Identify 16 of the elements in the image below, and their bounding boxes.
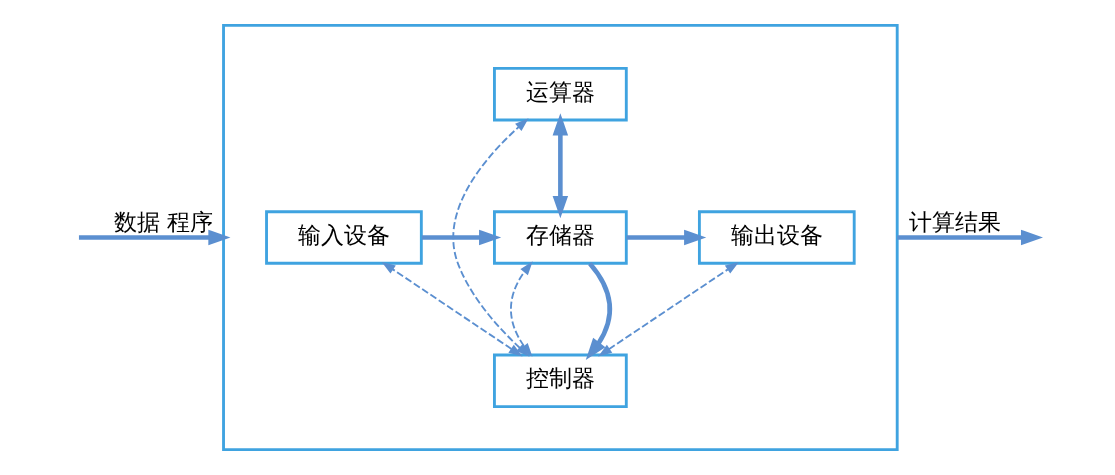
node-box: 运算器	[493, 66, 628, 122]
node-box: 存储器	[493, 210, 628, 265]
cluster	[222, 23, 899, 452]
edge-label: 计算结果	[908, 209, 1001, 236]
arrow	[552, 113, 569, 219]
node-box: 输出设备	[697, 210, 856, 265]
node-box: 控制器	[493, 353, 628, 409]
arrow	[78, 229, 231, 246]
arrow	[626, 229, 707, 246]
arrow	[598, 261, 739, 357]
arrow	[421, 229, 502, 246]
arrow	[897, 229, 1043, 246]
arrow	[381, 261, 523, 357]
node-box: 输入设备	[265, 210, 423, 265]
edge-label: 数据 程序	[113, 209, 213, 236]
arrow	[585, 262, 613, 361]
